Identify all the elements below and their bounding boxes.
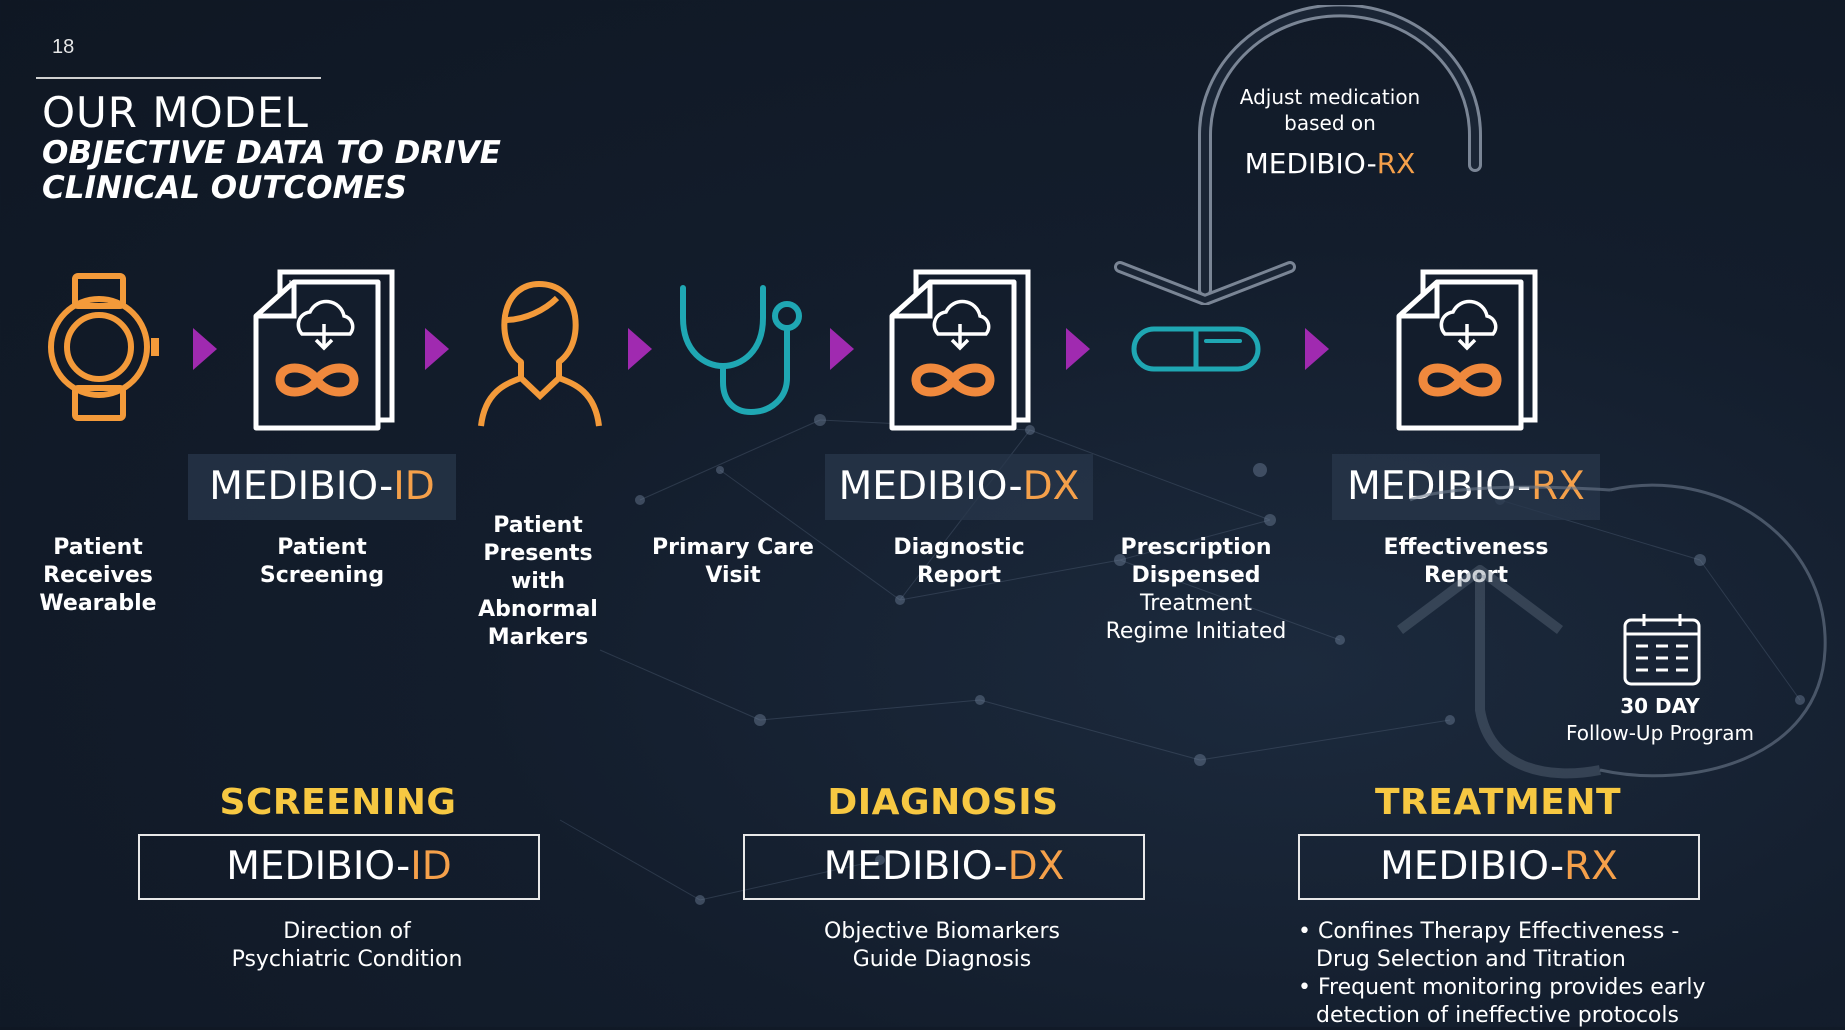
phase-bullets-treatment: Confines Therapy Effectiveness - Drug Se…	[1298, 918, 1718, 1030]
flow-arrow-5	[1066, 328, 1090, 370]
phase-heading-diagnosis: DIAGNOSIS	[827, 782, 1059, 823]
loop-caption-line2: based on	[1284, 111, 1376, 135]
page-title: OUR MODEL	[42, 88, 309, 137]
pill-capsule-icon	[1131, 326, 1261, 372]
product-chip-dx: MEDIBIO-DX	[825, 454, 1093, 520]
page-number: 18	[52, 36, 75, 58]
patient-person-icon	[478, 281, 602, 427]
phase-product-prefix: MEDIBIO-	[823, 844, 1008, 889]
phase-product-prefix: MEDIBIO-	[226, 844, 411, 889]
step-label-prescription-title: Prescription Dispensed	[1120, 535, 1272, 588]
followup-days: 30 DAY	[1620, 694, 1700, 718]
product-chip-suffix: ID	[393, 464, 435, 509]
page-subtitle: OBJECTIVE DATA TO DRIVE CLINICAL OUTCOME…	[42, 135, 501, 206]
flow-arrow-4	[830, 328, 854, 370]
phase-bullet: Frequent monitoring provides early detec…	[1298, 974, 1718, 1030]
flow-arrow-1	[193, 328, 217, 370]
phase-description-line: Psychiatric Condition	[231, 947, 463, 972]
phase-product-suffix: ID	[410, 844, 452, 889]
phase-product-rx: MEDIBIO-RX	[1298, 834, 1700, 900]
report-document-icon	[253, 269, 395, 431]
phase-bullet: Confines Therapy Effectiveness - Drug Se…	[1298, 918, 1718, 974]
step-label-diagnostic-report: Diagnostic Report	[893, 535, 1025, 588]
phase-heading-screening: SCREENING	[219, 782, 457, 823]
phase-product-id: MEDIBIO-ID	[138, 834, 540, 900]
phase-description-diagnosis: Objective Biomarkers Guide Diagnosis	[783, 918, 1101, 974]
flow-arrow-2	[425, 328, 449, 370]
product-chip-suffix: DX	[1022, 464, 1080, 509]
followup-program: Follow-Up Program	[1565, 721, 1755, 745]
step-label-wearable: Patient Receives Wearable	[39, 535, 157, 616]
smartwatch-icon	[48, 273, 159, 421]
step-label-prescription-sub: Treatment Regime Initiated	[1105, 591, 1287, 644]
report-document-icon	[1396, 269, 1538, 431]
loop-caption-line1: Adjust medication	[1239, 85, 1421, 109]
adjust-loop-arrow-icon	[1114, 5, 1482, 305]
phase-description-line: Guide Diagnosis	[852, 947, 1032, 972]
step-label-primary-care: Primary Care Visit	[652, 535, 814, 588]
product-chip-prefix: MEDIBIO-	[209, 464, 394, 509]
stethoscope-icon	[680, 285, 802, 416]
calendar-icon	[1623, 614, 1701, 686]
step-label-prescription: Prescription Dispensed Treatment Regime …	[1098, 534, 1294, 646]
report-document-icon	[889, 269, 1031, 431]
step-label-abnormal-markers: Patient Presents with Abnormal Markers	[478, 513, 598, 650]
step-label-screening: Patient Screening	[259, 535, 385, 588]
product-chip-prefix: MEDIBIO-	[838, 464, 1023, 509]
step-label-effectiveness: Effectiveness Report	[1383, 535, 1549, 588]
phase-product-dx: MEDIBIO-DX	[743, 834, 1145, 900]
product-chip-id: MEDIBIO-ID	[188, 454, 456, 520]
phase-heading-treatment: TREATMENT	[1374, 782, 1622, 823]
loop-product-prefix: MEDIBIO-	[1244, 147, 1377, 180]
followup-cycle-arrow-icon	[1397, 483, 1827, 779]
phase-description-line: Objective Biomarkers	[824, 919, 1060, 944]
loop-product: MEDIBIO-RX	[1200, 147, 1460, 180]
loop-caption: Adjust medication based on	[1200, 84, 1460, 136]
phase-description-line: Direction of	[283, 919, 411, 944]
flow-arrow-3	[628, 328, 652, 370]
flow-arrow-6	[1305, 328, 1329, 370]
title-divider	[36, 77, 321, 79]
phase-product-suffix: RX	[1564, 844, 1618, 889]
phase-product-prefix: MEDIBIO-	[1380, 844, 1565, 889]
phase-description-screening: Direction of Psychiatric Condition	[188, 918, 506, 974]
phase-product-suffix: DX	[1007, 844, 1065, 889]
loop-product-suffix: RX	[1376, 147, 1416, 180]
